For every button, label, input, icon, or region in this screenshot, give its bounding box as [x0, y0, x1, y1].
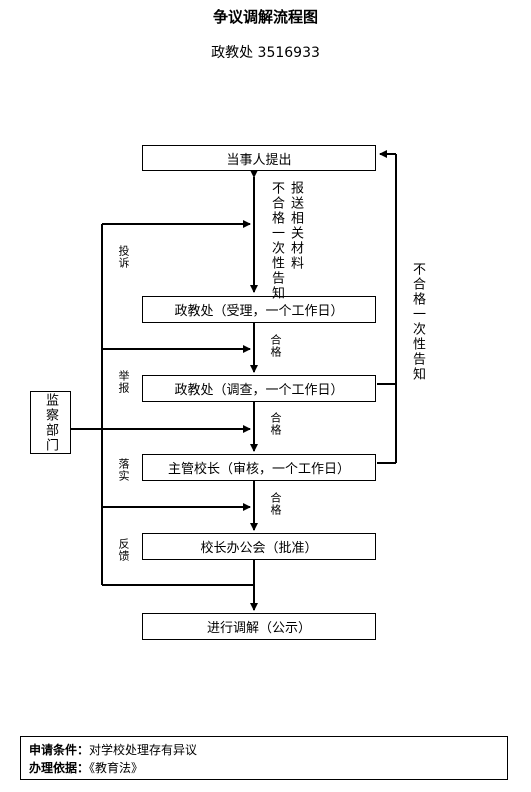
box-start-label: 当事人提出 [226, 152, 292, 168]
box-supervise-label: 监察部门 [43, 392, 58, 453]
box-step2-label: 政教处（调查，一个工作日） [174, 383, 344, 398]
basis-row: 办理依据：《教育法》 [29, 759, 499, 777]
box-start: 当事人提出 [142, 145, 376, 171]
label-pass-1: 合格 [269, 334, 282, 358]
label-report: 举报 [117, 370, 130, 394]
page-title: 争议调解流程图 [212, 8, 318, 26]
label-not-qualified-right: 不合格一次性告知 [410, 262, 425, 382]
label-feedback: 反馈 [117, 538, 130, 562]
box-step3-label: 主管校长（审核，一个工作日） [167, 462, 350, 477]
label-not-qualified-left: 不合格一次性告知 [269, 181, 284, 301]
label-implement: 落实 [117, 458, 130, 482]
condition-label: 申请条件： [29, 743, 90, 757]
box-end: 进行调解（公示） [142, 613, 376, 640]
box-step4-label: 校长办公会（批准） [200, 541, 318, 556]
box-step2: 政教处（调查，一个工作日） [142, 375, 376, 402]
basis-label: 办理依据： [29, 761, 90, 775]
application-info-box: 申请条件：对学校处理存有异议 办理依据：《教育法》 [20, 736, 508, 780]
box-end-label: 进行调解（公示） [206, 621, 311, 636]
condition-row: 申请条件：对学校处理存有异议 [29, 741, 499, 759]
box-step3: 主管校长（审核，一个工作日） [142, 454, 376, 481]
label-submit-material: 报送相关材料 [288, 181, 303, 271]
box-step4: 校长办公会（批准） [142, 533, 376, 560]
box-step1: 政教处（受理，一个工作日） [142, 296, 376, 323]
label-complaint: 投诉 [117, 245, 130, 269]
box-supervise: 监察部门 [30, 391, 71, 454]
label-pass-2: 合格 [269, 412, 282, 436]
page-subtitle: 政教处 3516933 [211, 45, 320, 61]
condition-value: 对学校处理存有异议 [89, 743, 198, 757]
box-step1-label: 政教处（受理，一个工作日） [174, 304, 344, 319]
basis-value: 《教育法》 [89, 761, 144, 775]
label-pass-3: 合格 [269, 492, 282, 516]
